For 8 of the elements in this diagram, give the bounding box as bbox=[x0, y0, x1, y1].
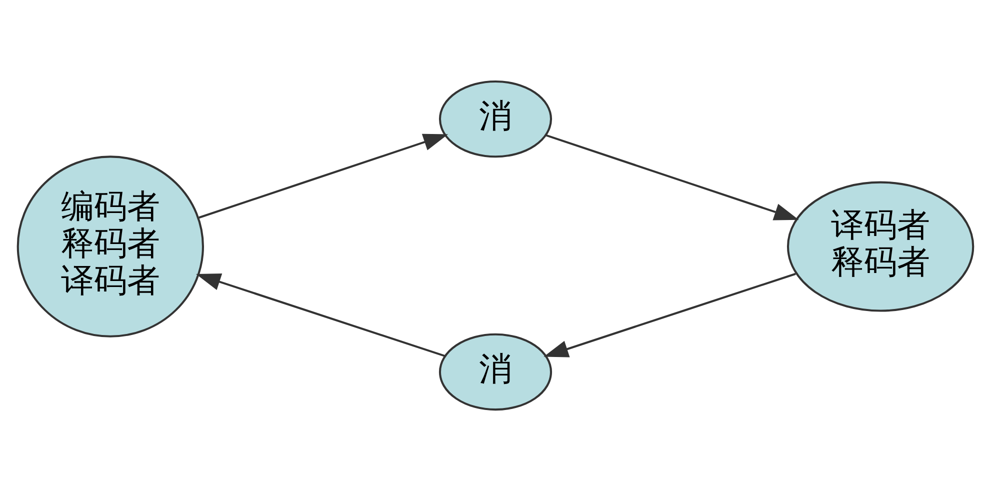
node-ellipse: 译码者 释码者 bbox=[786, 180, 974, 312]
arrow bbox=[198, 133, 448, 218]
arrow bbox=[196, 273, 446, 357]
node-circle: 编码者 释码者 译码者 bbox=[16, 155, 204, 337]
node-ellipse: 消 bbox=[438, 80, 552, 158]
arrow bbox=[545, 134, 799, 220]
arrow bbox=[544, 272, 796, 357]
node-ellipse: 消 bbox=[438, 332, 552, 410]
